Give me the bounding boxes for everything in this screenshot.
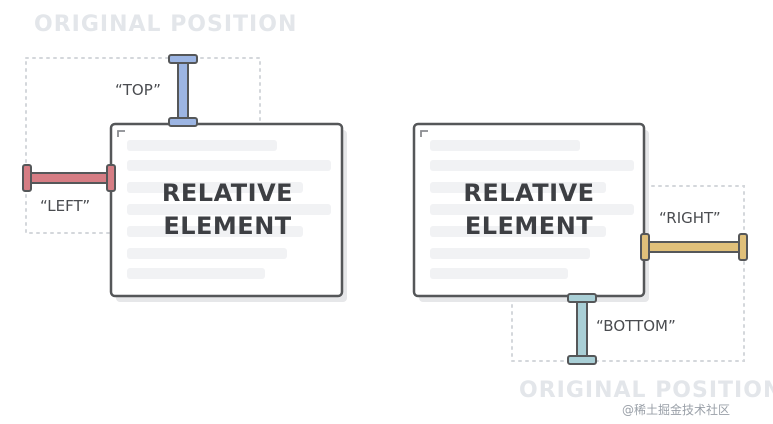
title-line-1: RELATIVE bbox=[161, 179, 294, 207]
top-offset-handle bbox=[168, 54, 198, 127]
left-offset-handle bbox=[22, 164, 116, 192]
left-offset-label: “LEFT” bbox=[40, 197, 91, 215]
placeholder-lines-right bbox=[430, 140, 634, 279]
original-position-caption-top: ORIGINAL POSITION bbox=[34, 12, 298, 37]
top-offset-label: “TOP” bbox=[115, 81, 161, 99]
watermark-text: @稀土掘金技术社区 bbox=[622, 403, 731, 417]
right-offset-handle bbox=[640, 233, 748, 261]
original-position-caption-bottom: ORIGINAL POSITION bbox=[519, 378, 773, 403]
relative-element-box-left bbox=[109, 122, 347, 302]
title-line-2: ELEMENT bbox=[464, 212, 594, 240]
title-line-2: ELEMENT bbox=[163, 212, 292, 240]
placeholder-lines-left bbox=[127, 140, 331, 279]
relative-element-title-left: RELATIVE ELEMENT bbox=[112, 177, 343, 243]
title-line-1: RELATIVE bbox=[463, 179, 595, 207]
relative-element-box-right bbox=[412, 122, 649, 302]
relative-element-title-right: RELATIVE ELEMENT bbox=[414, 177, 644, 243]
bottom-offset-handle bbox=[567, 293, 597, 365]
right-offset-label: “RIGHT” bbox=[659, 209, 721, 227]
bottom-offset-label: “BOTTOM” bbox=[596, 317, 676, 335]
